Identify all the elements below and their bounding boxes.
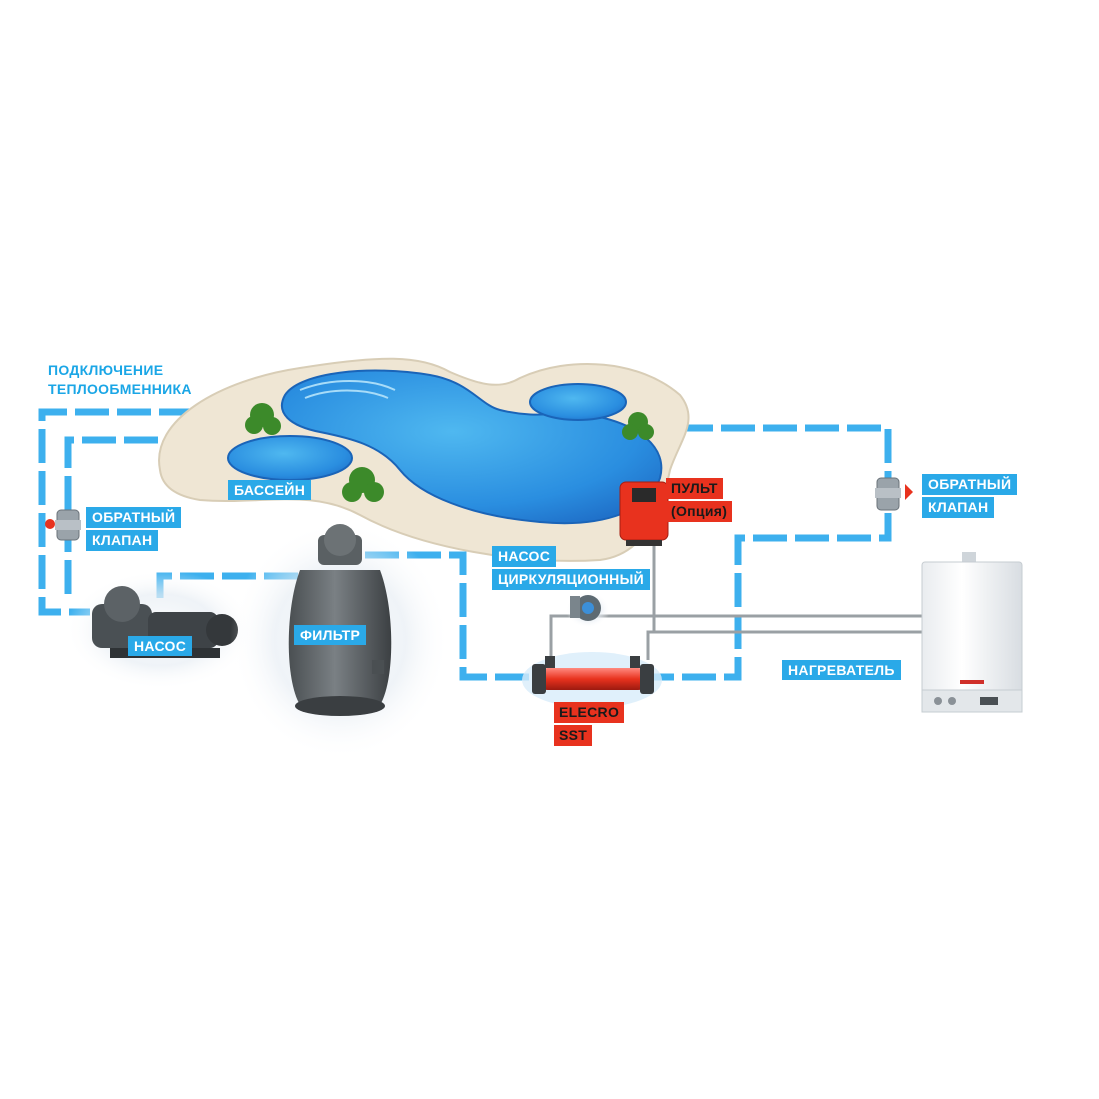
- check-valve-left-line2: КЛАПАН: [86, 530, 159, 551]
- pipe-exchanger-return: [640, 424, 892, 681]
- filter-label: ФИЛЬТР: [294, 625, 367, 645]
- remote-label-line2: (Опция): [666, 501, 733, 522]
- circ-pump-label-line1: НАСОС: [492, 546, 557, 567]
- exchanger-label: ELECRO SST: [554, 702, 625, 748]
- circulation-pump-icon: [566, 592, 610, 628]
- pool-label: БАССЕЙН: [228, 480, 312, 500]
- heater-line-upper: [549, 614, 922, 660]
- pump-label: НАСОС: [128, 636, 193, 656]
- pipe-left-outer: [38, 408, 235, 616]
- small-pool-right: [529, 383, 627, 421]
- check-valve-right-line1: ОБРАТНЫЙ: [922, 474, 1018, 495]
- heater-label-text: НАГРЕВАТЕЛЬ: [782, 660, 901, 680]
- remote-label: ПУЛЬТ (Опция): [666, 478, 733, 524]
- pool-water: [280, 369, 663, 525]
- exchanger-label-line2: SST: [554, 725, 593, 746]
- heater-line-lower: [646, 630, 922, 660]
- pipe-left-inner: [64, 436, 200, 600]
- check-valve-left-label: ОБРАТНЫЙ КЛАПАН: [86, 507, 182, 553]
- controller-icon: [619, 481, 669, 546]
- check-valve-icon: [45, 509, 81, 541]
- diagram-title-line1: ПОДКЛЮЧЕНИЕ: [48, 362, 164, 378]
- diagram-title-line2: ТЕПЛООБМЕННИКА: [48, 381, 192, 397]
- small-pool-left: [227, 435, 353, 481]
- circ-pump-label: НАСОС ЦИРКУЛЯЦИОННЫЙ: [492, 546, 650, 592]
- boiler-icon: [921, 552, 1023, 713]
- pool-icon: [158, 357, 690, 562]
- pump-icon: [65, 570, 255, 690]
- plant-icon: [245, 403, 654, 502]
- pool-label-text: БАССЕЙН: [228, 480, 312, 500]
- heater-label: НАГРЕВАТЕЛЬ: [782, 660, 901, 680]
- check-valve-left-line1: ОБРАТНЫЙ: [86, 507, 182, 528]
- pump-label-text: НАСОС: [128, 636, 193, 656]
- heater-circuit: [549, 540, 922, 660]
- remote-label-line1: ПУЛЬТ: [666, 478, 723, 499]
- heat-exchanger-icon: [522, 652, 662, 708]
- filter-label-text: ФИЛЬТР: [294, 625, 367, 645]
- check-valve-right-line2: КЛАПАН: [922, 497, 995, 518]
- diagram-title: ПОДКЛЮЧЕНИЕ ТЕПЛООБМЕННИКА: [48, 362, 192, 400]
- circ-pump-label-line2: ЦИРКУЛЯЦИОННЫЙ: [492, 569, 650, 590]
- check-valve-right-label: ОБРАТНЫЙ КЛАПАН: [922, 474, 1018, 520]
- exchanger-label-line1: ELECRO: [554, 702, 625, 723]
- check-valve-icon: [875, 477, 913, 511]
